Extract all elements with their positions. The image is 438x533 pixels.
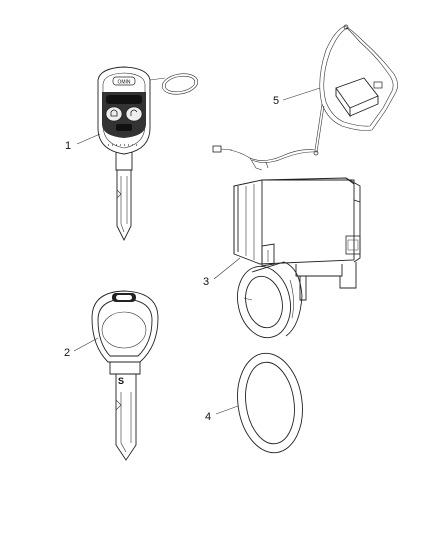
halo-ring	[237, 352, 303, 454]
fob-logo: OMIN	[117, 80, 130, 86]
callout-1: 1	[65, 140, 71, 152]
remote-key-fob: OMIN	[97, 66, 199, 242]
callout-2: 2	[64, 347, 70, 359]
receiver-module	[233, 177, 361, 339]
plain-key: S	[91, 290, 159, 461]
callout-3: 3	[203, 276, 209, 288]
callout-5: 5	[273, 95, 279, 107]
key-stamp: S	[118, 376, 124, 386]
antenna-module	[212, 24, 398, 171]
callout-4: 4	[205, 411, 211, 423]
